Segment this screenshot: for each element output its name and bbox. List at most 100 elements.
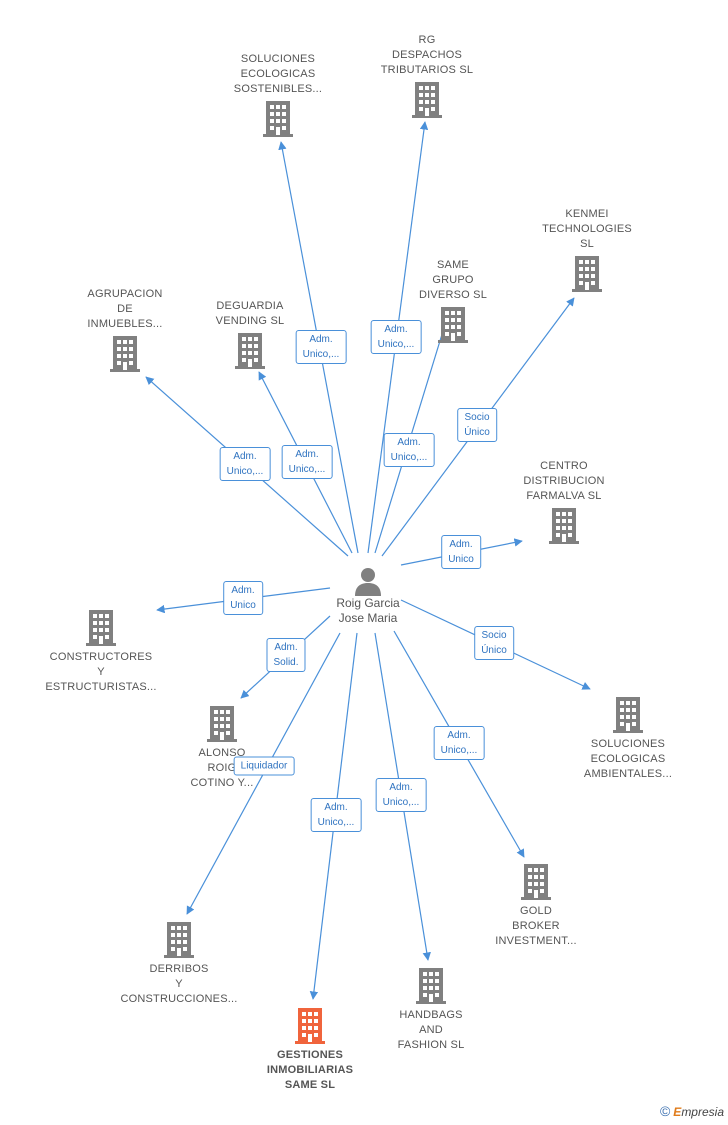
company-node-handbags[interactable]: HANDBAGS AND FASHION SL bbox=[356, 968, 506, 1053]
building-icon bbox=[412, 82, 442, 118]
company-name-line: Y bbox=[175, 978, 183, 990]
edge-label-text: Adm. bbox=[389, 782, 413, 793]
company-name-line: DERRIBOS bbox=[149, 963, 209, 975]
company-name-line: ECOLOGICAS bbox=[590, 753, 666, 765]
company-name-line: AND bbox=[419, 1024, 443, 1036]
edge-label-text: Adm. bbox=[295, 449, 319, 460]
company-name-line: SAME SL bbox=[284, 1079, 336, 1091]
company-name-line: ESTRUCTURISTAS... bbox=[45, 681, 157, 693]
edge-label-text: Solid. bbox=[273, 657, 299, 668]
company-name-line: VENDING SL bbox=[215, 315, 285, 327]
company-node-derribos[interactable]: DERRIBOS Y CONSTRUCCIONES... bbox=[104, 922, 254, 1007]
edge-label-soluciones-ecologicas-sostenibles[interactable]: Adm.Unico,... bbox=[295, 330, 347, 364]
company-name-line: SAME bbox=[437, 259, 469, 271]
copyright-icon: © bbox=[659, 1103, 671, 1119]
company-name-line: GESTIONES bbox=[277, 1049, 343, 1061]
edge-label-text: Adm. bbox=[233, 451, 257, 462]
center-person-node[interactable]: Roig Garcia Jose Maria bbox=[308, 566, 428, 626]
company-name-line: INMUEBLES... bbox=[87, 318, 163, 330]
edge-label-text: Socio bbox=[464, 412, 490, 423]
edge-label-derribos[interactable]: Liquidador bbox=[233, 756, 295, 776]
edge-label-text: Adm. bbox=[231, 585, 255, 596]
edge-label-text: Unico bbox=[448, 554, 474, 565]
edge-label-deguardia[interactable]: Adm. Unico,... bbox=[281, 445, 333, 479]
edge-label-centro-distribucion[interactable]: Adm. Unico bbox=[441, 535, 481, 569]
edge-label-text: Único bbox=[481, 645, 507, 656]
edge-label-text: Unico,... bbox=[390, 452, 428, 463]
company-name-line: SOLUCIONES bbox=[240, 53, 316, 65]
edge-label-text: Unico,... bbox=[226, 466, 264, 477]
empresia-brand[interactable]: ©Empresia bbox=[660, 1103, 724, 1119]
company-name-line: GOLD bbox=[520, 905, 552, 917]
building-icon bbox=[295, 1008, 325, 1044]
building-icon bbox=[164, 922, 194, 958]
edge-label-constructores[interactable]: Adm. Unico bbox=[223, 581, 263, 615]
brand-name: mpresia bbox=[681, 1105, 724, 1119]
company-name-line: Y bbox=[97, 666, 105, 678]
building-icon bbox=[613, 697, 643, 733]
company-name-line: AGRUPACION bbox=[87, 288, 163, 300]
building-icon bbox=[207, 706, 237, 742]
company-node-constructores[interactable]: CONSTRUCTORES Y ESTRUCTURISTAS... bbox=[26, 610, 176, 695]
company-name-line: CONSTRUCCIONES... bbox=[120, 993, 238, 1005]
edge-label-text: Unico,... bbox=[288, 464, 326, 475]
edge-label-text: Unico,... bbox=[302, 349, 340, 360]
company-name-line: CONSTRUCTORES bbox=[49, 651, 153, 663]
edge-label-text: Adm. bbox=[449, 539, 473, 550]
edge-label-text: Unico bbox=[230, 600, 256, 611]
edge-label-text: Unico,... bbox=[377, 339, 415, 350]
edge-label-gestiones[interactable]: Adm.Unico,... bbox=[310, 798, 362, 832]
person-name-line-1: Roig Garcia bbox=[336, 596, 400, 610]
company-name-line: AMBIENTALES... bbox=[583, 768, 673, 780]
edge-label-same-grupo[interactable]: Adm. Unico,... bbox=[383, 433, 435, 467]
company-name-line: FARMALVA SL bbox=[526, 490, 602, 502]
company-name: DERRIBOS Y CONSTRUCCIONES... bbox=[104, 962, 254, 1007]
company-node-gestiones[interactable]: GESTIONES INMOBILIARIAS SAME SL bbox=[235, 1008, 385, 1093]
edge-label-text: Adm. bbox=[397, 437, 421, 448]
edge-label-agrupacion[interactable]: Adm. Unico,... bbox=[219, 447, 271, 481]
edge-label-handbags[interactable]: Adm.Unico,... bbox=[375, 778, 427, 812]
building-icon bbox=[521, 864, 551, 900]
company-name-line: SL bbox=[580, 238, 594, 250]
company-name-line: DIVERSO SL bbox=[418, 289, 488, 301]
edge-label-text: Adm. bbox=[274, 642, 298, 653]
company-name-line: INMOBILIARIAS bbox=[266, 1064, 354, 1076]
edge-label-text: Unico,... bbox=[440, 745, 478, 756]
edge-label-text: Socio bbox=[481, 630, 507, 641]
person-icon bbox=[355, 568, 381, 596]
edge-label-rg-despachos[interactable]: Adm.Unico,... bbox=[370, 320, 422, 354]
edge-label-text: Único bbox=[464, 427, 490, 438]
edge-label-alonso-roig[interactable]: Adm. Solid. bbox=[266, 638, 306, 672]
building-icon bbox=[235, 333, 265, 369]
building-icon bbox=[438, 307, 468, 343]
company-name-line: KENMEI bbox=[565, 208, 609, 220]
edge-label-gold-broker[interactable]: Adm. Unico,... bbox=[433, 726, 485, 760]
company-name-line: HANDBAGS bbox=[399, 1009, 463, 1021]
edge-label-text: Adm. bbox=[324, 802, 348, 813]
building-icon bbox=[572, 256, 602, 292]
company-name-line: FASHION SL bbox=[397, 1039, 465, 1051]
company-name: GESTIONES INMOBILIARIAS SAME SL bbox=[235, 1048, 385, 1093]
building-icon bbox=[416, 968, 446, 1004]
company-name-line: TRIBUTARIOS SL bbox=[380, 64, 474, 76]
edge-label-text: Adm. bbox=[447, 730, 471, 741]
company-name-line: CENTRO bbox=[540, 460, 588, 472]
